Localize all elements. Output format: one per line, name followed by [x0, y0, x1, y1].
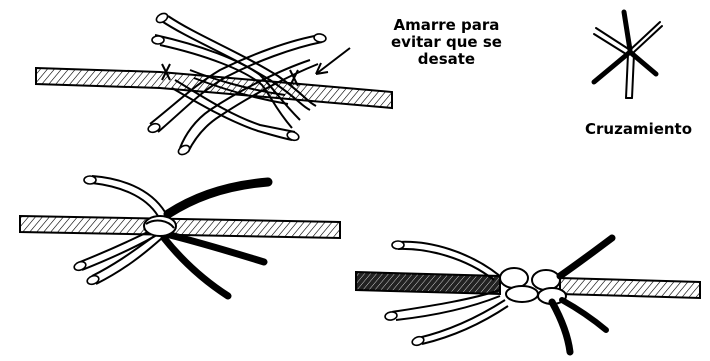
annotation-line-3: desate	[391, 51, 502, 68]
annotation-line-1: Amarre para	[391, 17, 502, 34]
crossing-label: Cruzamiento	[585, 121, 692, 138]
annotation-line-2: evitar que se	[391, 34, 502, 51]
crossing-icon	[594, 12, 662, 98]
bottom-splice	[356, 238, 700, 352]
annotation-text: Amarre para evitar que se desate	[391, 17, 502, 68]
top-splice	[36, 12, 392, 157]
middle-splice	[20, 176, 340, 296]
annotation-arrow	[316, 48, 350, 74]
